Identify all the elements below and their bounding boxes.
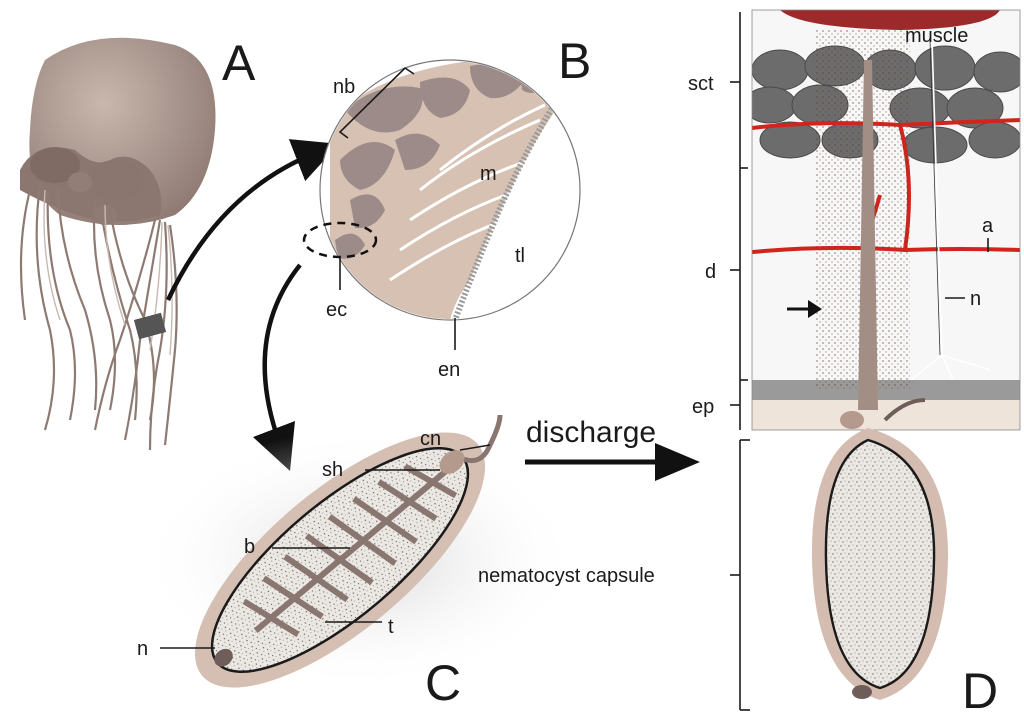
panel-b-letter: B (558, 33, 591, 89)
discharge-arrow: discharge (525, 416, 700, 481)
panel-a-jellyfish: A (19, 35, 256, 451)
pedalium-mid (87, 160, 143, 200)
panel-d-discharged: muscle sct d a n ep nematocyst capsule D (478, 9, 1021, 719)
label-cn: cn (420, 428, 441, 450)
nematoblast-cells (335, 63, 550, 259)
arrow-a-to-b (165, 139, 339, 301)
label-sh: sh (322, 459, 343, 481)
panel-d-frame (751, 9, 1021, 431)
label-en: en (438, 359, 460, 381)
capsule-d-inner (824, 438, 936, 690)
label-b: b (244, 536, 255, 558)
penetration-arrowhead (808, 300, 822, 318)
operculum (439, 450, 465, 474)
muscle-layer (780, 10, 1000, 30)
cn-pointer (459, 444, 491, 451)
nerve-outline (929, 39, 941, 356)
label-m: m (480, 163, 497, 185)
label-ep: ep (692, 396, 714, 418)
label-d: d (705, 261, 716, 283)
panel-b-cross-section: nb m tl ec en B (302, 33, 591, 381)
panel-a-letter: A (222, 35, 256, 91)
label-n-d: n (970, 288, 981, 310)
panel-d-letter: D (962, 663, 998, 719)
label-nematocyst-capsule: nematocyst capsule (478, 565, 655, 587)
label-muscle: muscle (905, 25, 968, 47)
coiled-tubule (242, 461, 458, 637)
label-t: t (388, 616, 394, 638)
label-n-c: n (137, 638, 148, 660)
tentacle-sample-marker (133, 312, 167, 340)
depth-scale (730, 12, 750, 711)
panel-c-letter: C (425, 655, 461, 711)
label-tl: tl (515, 245, 525, 267)
capsule-d-operculum (840, 411, 864, 429)
pedalium-left (30, 147, 80, 183)
label-nb: nb (333, 76, 355, 98)
label-sct: sct (688, 73, 714, 95)
arrow-b-to-c (252, 263, 302, 472)
capsule-d-nucleus (852, 685, 872, 699)
nucleus (214, 648, 233, 667)
discharge-label: discharge (526, 416, 656, 449)
label-ec: ec (326, 299, 347, 321)
tentacle-lumen-edge (452, 93, 563, 319)
pedalium-small (68, 172, 92, 192)
label-a: a (982, 215, 994, 237)
everted-tubule (858, 60, 878, 410)
panel-c-nematocyst: cn sh b t n C (137, 414, 580, 711)
epidermis-base (752, 400, 1020, 430)
nb-bracket (338, 66, 415, 139)
capsule-d-cnidocil (883, 398, 926, 422)
